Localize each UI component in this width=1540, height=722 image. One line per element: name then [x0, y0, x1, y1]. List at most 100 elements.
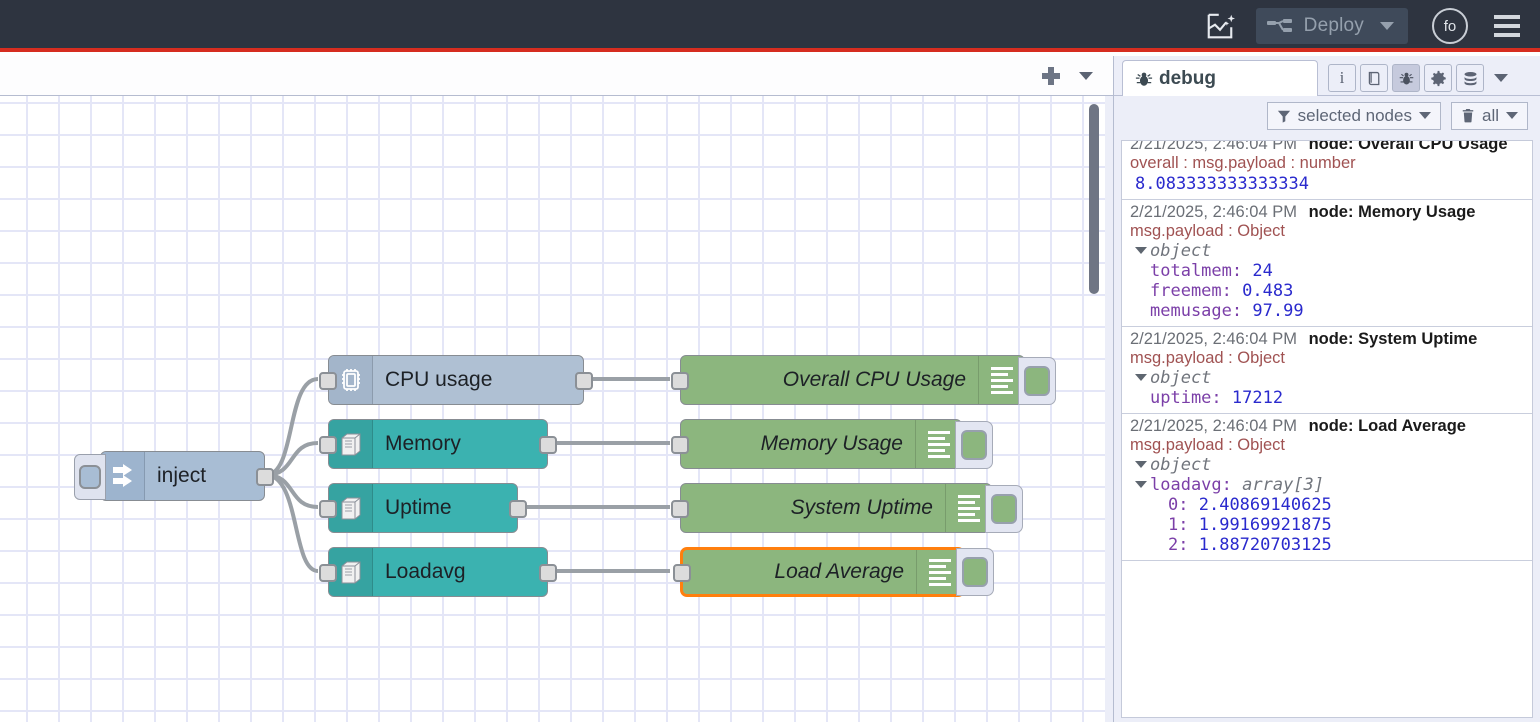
node-debug-system-uptime[interactable]: System Uptime — [671, 483, 1023, 533]
debug-property-value: 97.99 — [1252, 301, 1304, 321]
node-debug-memory-usage[interactable]: Memory Usage — [671, 419, 993, 469]
debug-toggle-button[interactable] — [985, 485, 1023, 533]
node-output-port[interactable] — [509, 500, 527, 518]
debug-filter-button[interactable]: selected nodes — [1266, 101, 1441, 130]
debug-message-list[interactable]: 2/21/2025, 2:46:04 PM node: Overall CPU … — [1121, 140, 1533, 718]
node-input-port[interactable] — [671, 372, 689, 390]
deploy-icon — [1266, 19, 1292, 32]
debug-message[interactable]: 2/21/2025, 2:46:04 PM node: Overall CPU … — [1122, 140, 1532, 200]
debug-object-toggle[interactable]: object — [1126, 368, 1532, 388]
node-label: Memory — [385, 432, 461, 455]
node-inject[interactable]: inject — [74, 451, 274, 501]
debug-array-toggle[interactable]: loadavg: array[3] — [1126, 475, 1532, 495]
flow-canvas[interactable]: inject CPU usage Memory — [0, 96, 1113, 722]
sidebar-panel: debug i — [1113, 56, 1540, 722]
node-output-port[interactable] — [539, 436, 557, 454]
node-label: Load Average — [774, 560, 904, 583]
bug-icon — [1135, 72, 1153, 86]
debug-object-toggle[interactable]: object — [1126, 241, 1532, 261]
debug-item-index: 1 — [1168, 515, 1179, 535]
deploy-chevron-down-icon[interactable] — [1380, 22, 1394, 30]
debug-message[interactable]: 2/21/2025, 2:46:04 PM node: System Uptim… — [1122, 327, 1532, 414]
server-icon — [329, 420, 373, 468]
node-cpu-usage[interactable]: CPU usage — [319, 355, 593, 405]
add-flow-button[interactable] — [1033, 59, 1069, 93]
debug-array-type: array[3] — [1242, 475, 1325, 495]
hamburger-menu-icon[interactable] — [1490, 9, 1524, 43]
debug-toggle-button[interactable] — [1018, 357, 1056, 405]
node-output-port[interactable] — [575, 372, 593, 390]
node-input-port[interactable] — [319, 372, 337, 390]
debug-toolbar: selected nodes all — [1114, 95, 1540, 135]
node-label: inject — [157, 464, 207, 487]
node-label: CPU usage — [385, 368, 493, 391]
node-memory[interactable]: Memory — [319, 419, 557, 469]
node-debug-load-average[interactable]: Load Average — [673, 547, 994, 597]
debug-message[interactable]: 2/21/2025, 2:46:04 PM node: Load Average… — [1122, 414, 1532, 561]
debug-property: uptime: 17212 — [1150, 388, 1284, 408]
debug-object-label: object — [1150, 241, 1212, 261]
library-icon[interactable] — [1360, 64, 1388, 92]
node-loadavg[interactable]: Loadavg — [319, 547, 557, 597]
sidebar-tab-row: debug i — [1114, 56, 1540, 96]
debug-icon[interactable] — [1392, 64, 1420, 92]
node-input-port[interactable] — [671, 500, 689, 518]
canvas-vertical-scrollbar[interactable] — [1089, 104, 1099, 294]
debug-toggle-button[interactable] — [956, 548, 994, 596]
debug-property-value: 0.483 — [1242, 281, 1294, 301]
debug-property-key: memusage — [1150, 301, 1232, 321]
app-header: Deploy fo — [0, 0, 1540, 52]
node-input-port[interactable] — [319, 436, 337, 454]
debug-property-key: freemem — [1150, 281, 1222, 301]
expand-triangle-icon[interactable] — [1135, 373, 1147, 381]
debug-value: 8.083333333333334 — [1135, 174, 1309, 194]
sidebar-tab-icons: i — [1328, 64, 1514, 92]
node-label: Overall CPU Usage — [782, 368, 966, 391]
debug-node-name: Memory Usage — [1358, 203, 1476, 221]
user-avatar[interactable]: fo — [1432, 8, 1468, 44]
debug-clear-button[interactable]: all — [1450, 101, 1528, 130]
debug-property: totalmem: 24 — [1150, 261, 1273, 281]
deploy-button[interactable]: Deploy — [1255, 8, 1408, 44]
node-input-port[interactable] — [673, 564, 691, 582]
debug-object-toggle[interactable]: object — [1126, 455, 1532, 475]
expand-triangle-icon[interactable] — [1135, 480, 1147, 488]
node-input-port[interactable] — [671, 436, 689, 454]
node-input-port[interactable] — [319, 500, 337, 518]
tab-debug[interactable]: debug — [1122, 60, 1318, 96]
debug-topic: msg.payload : Object — [1130, 349, 1285, 367]
debug-node-name: Load Average — [1358, 417, 1466, 435]
debug-timestamp: 2/21/2025, 2:46:04 PM — [1130, 203, 1297, 221]
debug-timestamp: 2/21/2025, 2:46:04 PM — [1130, 417, 1297, 435]
debug-object-label: object — [1150, 368, 1212, 388]
info-icon[interactable]: i — [1328, 64, 1356, 92]
node-uptime[interactable]: Uptime — [319, 483, 527, 533]
node-label: Uptime — [385, 496, 452, 519]
debug-property-value: 17212 — [1231, 388, 1284, 408]
expand-triangle-icon[interactable] — [1135, 246, 1147, 254]
flow-list-chevron-down-icon[interactable] — [1069, 59, 1103, 93]
debug-lines-icon — [915, 420, 961, 468]
debug-node-prefix: node: — [1308, 203, 1354, 221]
expand-triangle-icon[interactable] — [1135, 460, 1147, 468]
debug-lines-icon — [916, 550, 962, 594]
node-debug-overall-cpu-usage[interactable]: Overall CPU Usage — [671, 355, 1056, 405]
trash-icon — [1462, 108, 1474, 123]
node-output-port[interactable] — [256, 468, 274, 486]
inject-trigger-button[interactable] — [74, 454, 106, 500]
debug-clear-label: all — [1481, 105, 1499, 125]
node-output-port[interactable] — [539, 564, 557, 582]
workspace-tabbar — [0, 56, 1113, 96]
debug-message[interactable]: 2/21/2025, 2:46:04 PM node: Memory Usage… — [1122, 200, 1532, 327]
debug-timestamp: 2/21/2025, 2:46:04 PM — [1130, 140, 1297, 153]
sidebar-more-chevron-down-icon[interactable] — [1488, 64, 1514, 92]
debug-topic: overall : msg.payload : number — [1130, 154, 1356, 172]
debug-node-name: Overall CPU Usage — [1358, 140, 1508, 153]
debug-toggle-button[interactable] — [955, 421, 993, 469]
node-input-port[interactable] — [319, 564, 337, 582]
debug-property-key: uptime — [1150, 388, 1212, 408]
context-stack-icon[interactable] — [1456, 64, 1484, 92]
gear-icon[interactable] — [1424, 64, 1452, 92]
ai-sparkle-icon[interactable] — [1198, 6, 1242, 46]
node-label: System Uptime — [790, 496, 933, 519]
